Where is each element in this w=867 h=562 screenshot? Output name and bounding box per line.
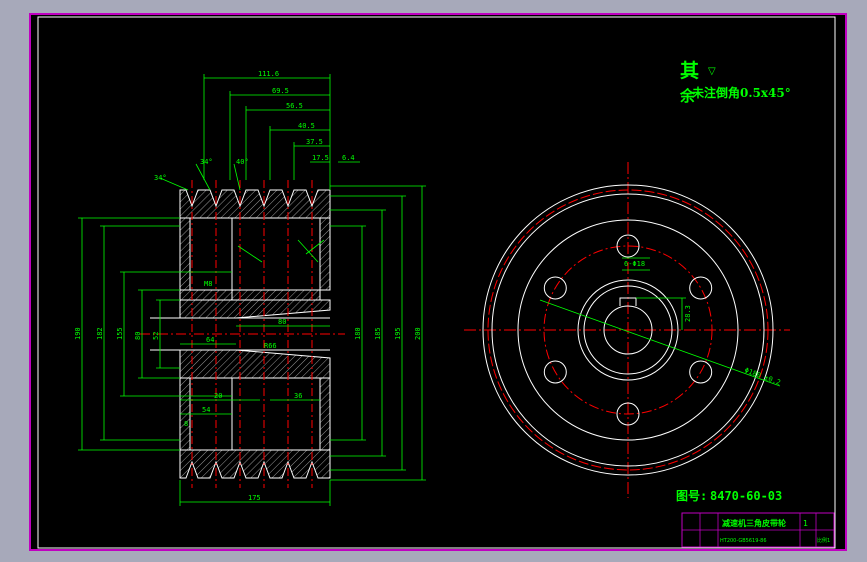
bolt-hole-5 [543,360,567,384]
title-block-subcode: HT200-GB5619-86 [720,538,767,544]
rim-bottom [179,449,331,479]
bolt-hole-2 [689,276,713,300]
dim-left-5: 52 [152,332,160,340]
roughness-symbol: ▽ [708,66,716,77]
hub-upper [179,299,331,319]
dim-inner-step: 20 [214,392,222,400]
drawing-number: 图号 : 8470-60-03 [676,488,782,503]
bolt-hole-6 [543,276,567,300]
chamfer-note: 未注倒角0.5x45° [691,85,791,100]
dim-inner-radius: R66 [264,342,277,350]
web-right-lower [319,377,331,451]
dim-top-3: 56.5 [286,102,303,110]
title-block: 减速机三角皮带轮 1 HT200-GB5619-86 比例1 [681,512,835,548]
title-block-scale: 比例1 [817,537,830,544]
web-outer-circle [517,219,739,441]
dim-angle-1: 34° [154,174,167,182]
diameter-leader [539,299,781,387]
dim-top-4: 40.5 [298,122,315,130]
dim-top-5: 37.5 [306,138,323,146]
roughness-sub: 余 [679,87,696,105]
dim-inner-small: 8 [184,420,188,428]
hub-inner-circle [583,285,673,375]
drawing-number-label: 图号 [676,488,700,503]
dim-left-group: 190 182 155 80 52 [74,327,160,340]
rim-inner-circle [491,193,765,467]
hub-outer-circle [577,279,679,381]
title-block-name: 减速机三角皮带轮 [722,518,786,528]
web-right-upper [319,217,331,291]
drawing-border [29,13,847,551]
dim-right-4: 200 [414,327,422,340]
dim-top-7: 6.4 [342,154,355,162]
dim-angle-2: 34° [200,158,213,166]
dim-top-6: 17.5 [312,154,329,162]
dim-top-1: 111.6 [258,70,279,78]
web-upper-band [231,289,321,301]
roughness-char: 其 [680,60,699,82]
front-view [464,162,790,498]
bolt-hole-1 [616,234,640,258]
bore-circle [603,305,653,355]
dim-right-group: 180 185 195 200 [354,327,422,340]
keyway-dim: 28.3 [684,305,692,322]
bolt-hole-3 [689,360,713,384]
bolt-circle [543,245,713,415]
rim-top [179,189,331,219]
dim-right-2: 185 [374,327,382,340]
hole-circle-callout: 6-Φ18 [624,260,645,268]
outer-rim-circle [482,184,774,476]
pitch-circle [487,189,769,471]
section-view [140,180,345,488]
dim-right-1: 180 [354,327,362,340]
drawing-number-value: 8470-60-03 [710,489,782,503]
section-dimension-text: 111.6 69.5 56.5 40.5 37.5 17.5 6.4 34° 3… [74,70,422,502]
dim-left-1: 190 [74,327,82,340]
dim-top-2: 69.5 [272,87,289,95]
dim-inner-hub: 64 [206,336,214,344]
dim-inner-web: 54 [202,406,210,414]
section-dimension-lines [78,74,426,506]
sheet-frame [37,16,836,549]
dim-inner-bore: 80 [278,318,286,326]
dim-left-4: 80 [134,332,142,340]
dim-inner-right: 36 [294,392,302,400]
title-block-sheet: 1 [803,519,808,528]
web-left-upper [179,217,191,291]
dim-right-3: 195 [394,327,402,340]
dim-left-2: 182 [96,327,104,340]
dim-bottom-width: 175 [248,494,261,502]
hub-upper-left [179,289,233,301]
dim-left-3: 155 [116,327,124,340]
technical-notes: 其 余 ▽ 未注倒角0.5x45° [679,60,791,105]
dim-angle-3: 40° [236,158,249,166]
drawing-number-colon: : [700,489,707,503]
bolt-hole-4 [616,402,640,426]
keyway [619,297,637,306]
dim-inner-thread: M8 [204,280,212,288]
bolt-holes [543,234,713,426]
